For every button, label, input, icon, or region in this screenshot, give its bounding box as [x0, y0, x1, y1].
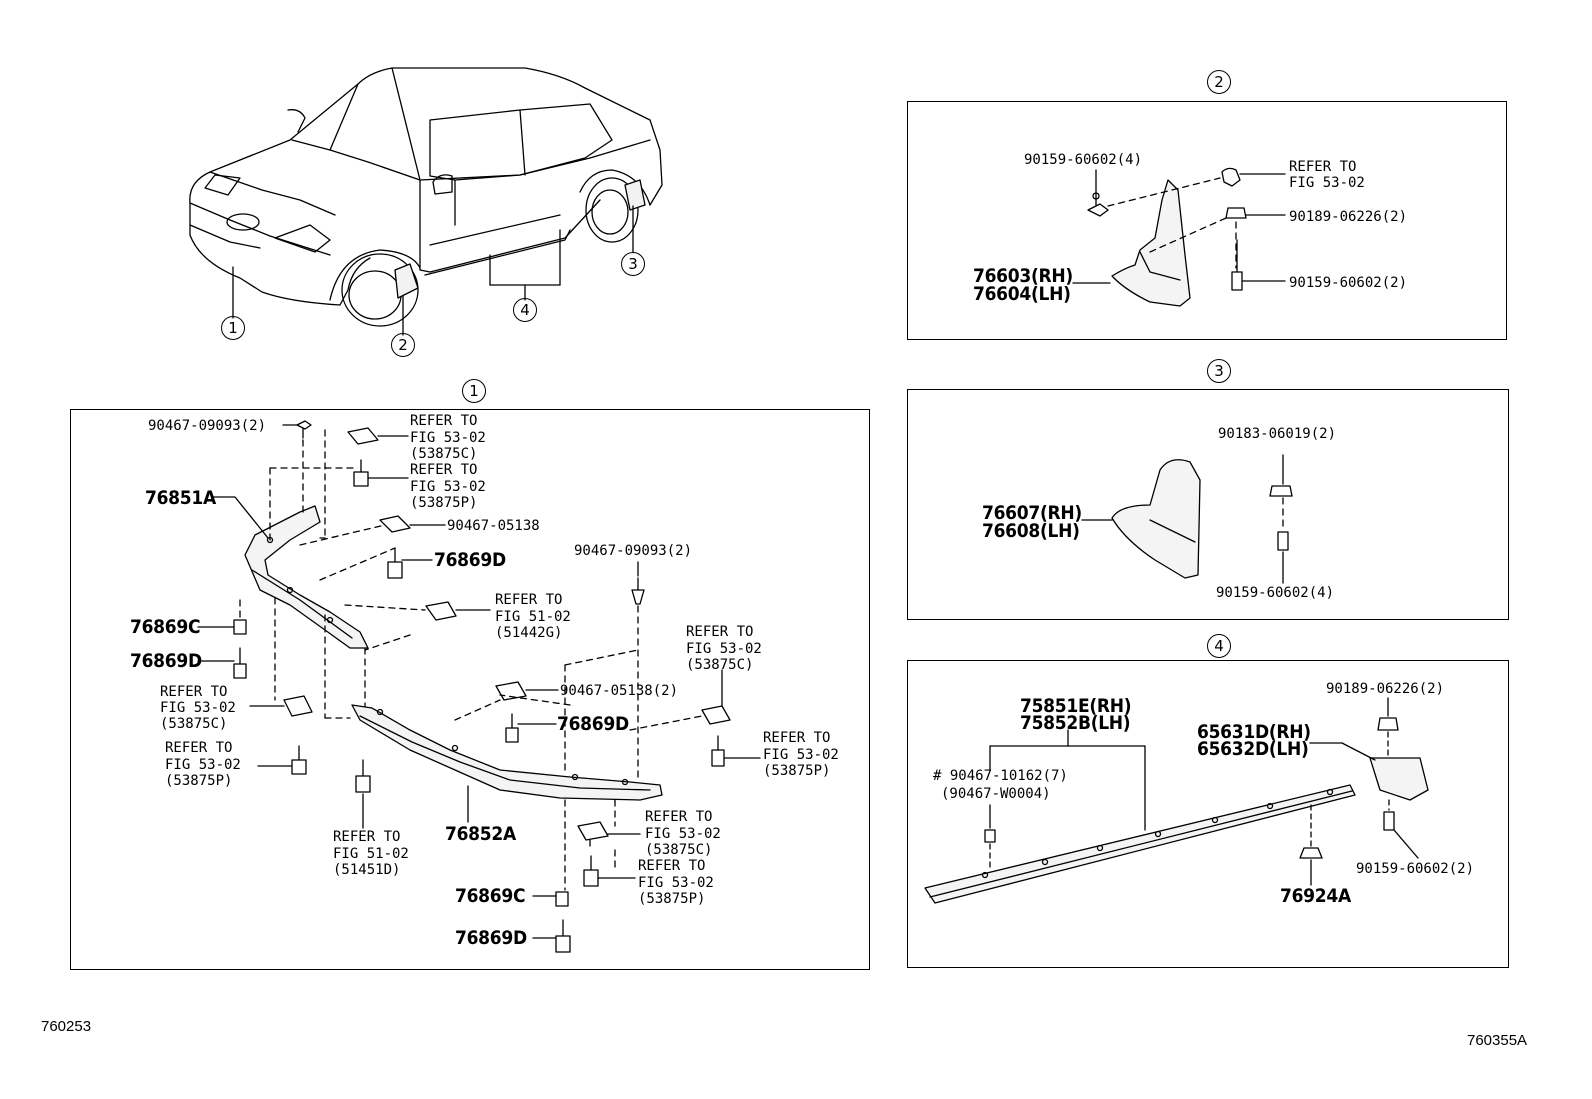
callout-2-car[interactable]: 2 — [391, 333, 415, 357]
p4-bracket-lh-label[interactable]: 65632D(LH) — [1197, 738, 1309, 760]
p1-clip-right-label[interactable]: 90467-09093(2) — [574, 543, 693, 559]
p1-refer4-a: REFER TO — [686, 624, 754, 640]
p1-76869d-d-label[interactable]: 76869D — [455, 927, 527, 949]
diagram-code-right: 760355A — [1467, 1032, 1528, 1049]
callout-3-car[interactable]: 3 — [621, 252, 645, 276]
p1-refer6-c[interactable]: (53875P) — [763, 763, 831, 779]
p1-refer8-a: REFER TO — [333, 829, 401, 845]
callout-1-panel: 1 — [462, 379, 486, 403]
p4-bolt-label[interactable]: 90159-60602(2) — [1356, 861, 1475, 877]
p1-refer1-c[interactable]: (53875C) — [410, 446, 478, 462]
p4-bracket-rh-label[interactable]: 65631D(RH) — [1197, 721, 1311, 743]
panel-2-art — [1072, 167, 1286, 307]
panel-2-frame — [907, 101, 1507, 340]
panel-4-frame — [907, 660, 1509, 968]
p1-refer3-a: REFER TO — [495, 592, 563, 608]
p1-refer3-c[interactable]: (51442G) — [495, 625, 563, 641]
panel-1-frame — [70, 409, 870, 970]
diagram-code-left: 760253 — [41, 1018, 92, 1035]
p3-clip-label[interactable]: 90183-06019(2) — [1218, 426, 1337, 442]
p1-refer3-b[interactable]: FIG 51-02 — [495, 609, 571, 625]
p1-refer10-c[interactable]: (53875P) — [638, 891, 706, 907]
p1-refer10-a: REFER TO — [638, 858, 706, 874]
p3-flap-rh-label[interactable]: 76607(RH) — [982, 502, 1082, 524]
p1-clip-05138-2-label[interactable]: 90467-05138(2) — [560, 683, 679, 699]
p1-refer8-c[interactable]: (51451D) — [333, 862, 401, 878]
callout-2-panel: 2 — [1207, 70, 1231, 94]
p2-nut-label[interactable]: 90189-06226(2) — [1289, 209, 1408, 225]
p1-76869d-b-label[interactable]: 76869D — [130, 650, 202, 672]
p2-flap-lh-label[interactable]: 76604(LH) — [973, 283, 1071, 305]
p2-bolt-low-label[interactable]: 90159-60602(2) — [1289, 275, 1408, 291]
p3-flap-lh-label[interactable]: 76608(LH) — [982, 520, 1080, 542]
p1-refer10-b[interactable]: FIG 53-02 — [638, 875, 714, 891]
p4-clip-label[interactable]: # 90467-10162(7) — [933, 768, 1068, 784]
p1-refer1-a: REFER TO — [410, 413, 478, 429]
p3-bolt-label[interactable]: 90159-60602(4) — [1216, 585, 1335, 601]
p1-refer5-b[interactable]: FIG 53-02 — [160, 700, 236, 716]
p1-refer2-b[interactable]: FIG 53-02 — [410, 479, 486, 495]
p1-refer7-c[interactable]: (53875P) — [165, 773, 233, 789]
p1-refer4-b[interactable]: FIG 53-02 — [686, 641, 762, 657]
p1-refer9-c[interactable]: (53875C) — [645, 842, 713, 858]
p1-76869c-a-label[interactable]: 76869C — [130, 616, 201, 638]
panel-3-frame — [907, 389, 1509, 620]
p2-refer-line2[interactable]: FIG 53-02 — [1289, 175, 1365, 191]
callout-1-car[interactable]: 1 — [221, 316, 245, 340]
p4-clip-alt-label[interactable]: (90467-W0004) — [941, 786, 1051, 802]
p2-refer-line1: REFER TO — [1289, 159, 1357, 175]
panel-1-art — [197, 420, 761, 953]
p1-76851a-label[interactable]: 76851A — [145, 487, 216, 509]
p1-76852a-label[interactable]: 76852A — [445, 823, 516, 845]
p1-refer4-c[interactable]: (53875C) — [686, 657, 754, 673]
p1-refer7-b[interactable]: FIG 53-02 — [165, 757, 241, 773]
p4-grommet-label[interactable]: 76924A — [1280, 885, 1351, 907]
p4-side-lh-label[interactable]: 75852B(LH) — [1020, 712, 1131, 734]
p1-refer6-a: REFER TO — [763, 730, 831, 746]
p4-side-rh-label[interactable]: 75851E(RH) — [1020, 695, 1132, 717]
p1-76869d-a-label[interactable]: 76869D — [434, 549, 506, 571]
p2-flap-rh-label[interactable]: 76603(RH) — [973, 265, 1073, 287]
p1-refer8-b[interactable]: FIG 51-02 — [333, 846, 409, 862]
p1-clip-top-label[interactable]: 90467-09093(2) — [148, 418, 267, 434]
p1-refer9-b[interactable]: FIG 53-02 — [645, 826, 721, 842]
car-illustration — [189, 67, 663, 336]
p1-refer7-a: REFER TO — [165, 740, 233, 756]
p1-refer9-a: REFER TO — [645, 809, 713, 825]
p1-clip-05138-label[interactable]: 90467-05138 — [447, 518, 540, 534]
callout-4-car[interactable]: 4 — [513, 298, 537, 322]
p4-nut-label[interactable]: 90189-06226(2) — [1326, 681, 1445, 697]
p2-bolt-top-label[interactable]: 90159-60602(4) — [1024, 152, 1143, 168]
p1-refer2-c[interactable]: (53875P) — [410, 495, 478, 511]
panel-3-art — [1081, 454, 1293, 584]
p1-76869d-c-label[interactable]: 76869D — [557, 713, 629, 735]
p1-refer1-b[interactable]: FIG 53-02 — [410, 430, 486, 446]
p1-refer6-b[interactable]: FIG 53-02 — [763, 747, 839, 763]
p1-refer5-c[interactable]: (53875C) — [160, 716, 228, 732]
p1-refer2-a: REFER TO — [410, 462, 478, 478]
callout-3-panel: 3 — [1207, 359, 1231, 383]
panel-4-art — [924, 697, 1429, 904]
p1-refer5-a: REFER TO — [160, 684, 228, 700]
callout-4-panel: 4 — [1207, 634, 1231, 658]
p1-76869c-b-label[interactable]: 76869C — [455, 885, 526, 907]
